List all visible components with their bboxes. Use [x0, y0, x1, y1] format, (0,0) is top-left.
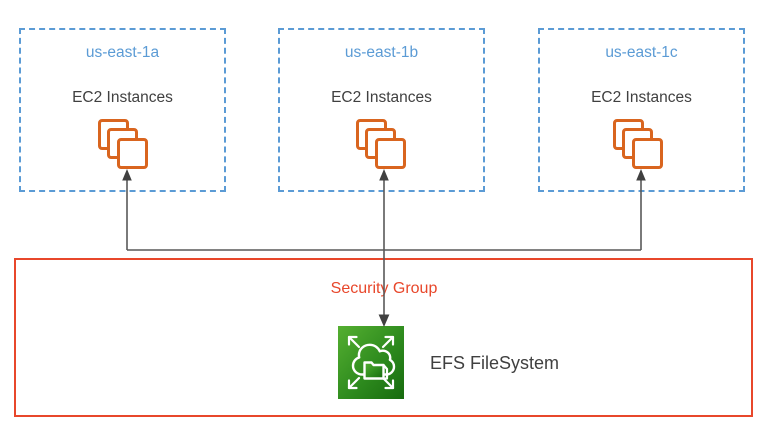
az-label-us-east-1b: us-east-1b — [344, 44, 419, 61]
az-label-us-east-1a: us-east-1a — [85, 44, 160, 61]
az-label-us-east-1c: us-east-1c — [605, 44, 678, 61]
az-resource-label-us-east-1b: EC2 Instances — [331, 89, 432, 106]
efs-filesystem-label: EFS FileSystem — [430, 353, 560, 373]
availability-zone-us-east-1b — [278, 28, 485, 192]
efs-filesystem-icon — [338, 326, 404, 399]
security-group-label: Security Group — [330, 280, 438, 297]
az-resource-label-us-east-1a: EC2 Instances — [72, 89, 173, 106]
ec2-instances-icon — [355, 118, 407, 170]
ec2-instances-icon — [97, 118, 149, 170]
az-resource-label-us-east-1c: EC2 Instances — [591, 89, 692, 106]
availability-zone-us-east-1a — [19, 28, 226, 192]
ec2-instances-icon — [612, 118, 664, 170]
